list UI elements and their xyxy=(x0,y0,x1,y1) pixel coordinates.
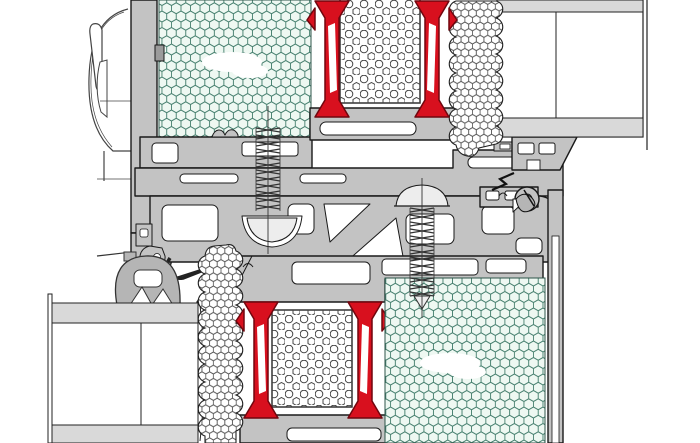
fixing-screw-lower xyxy=(394,178,450,318)
fixing-screw-upper xyxy=(241,106,303,254)
insulation-panel-upper xyxy=(158,0,312,138)
perforated-panel-upper xyxy=(339,0,421,104)
transom-body xyxy=(135,195,553,270)
bulb-gasket xyxy=(96,251,181,306)
glazing-bridge xyxy=(511,136,578,171)
seal-zigzag xyxy=(491,171,536,213)
glazing-bead-upper xyxy=(139,129,313,169)
perforated-panel-lower xyxy=(271,309,353,408)
clip-carrier-bar-lower xyxy=(239,414,387,443)
right-face-band xyxy=(547,189,564,443)
insulation-panel-lower xyxy=(384,277,546,443)
gasket-strip-upper xyxy=(448,0,504,157)
glazing-unit-lower-left xyxy=(47,293,205,443)
gasket-strip-lower xyxy=(197,244,244,443)
glazing-unit-upper-right xyxy=(495,0,648,150)
handle-outline xyxy=(88,8,131,181)
